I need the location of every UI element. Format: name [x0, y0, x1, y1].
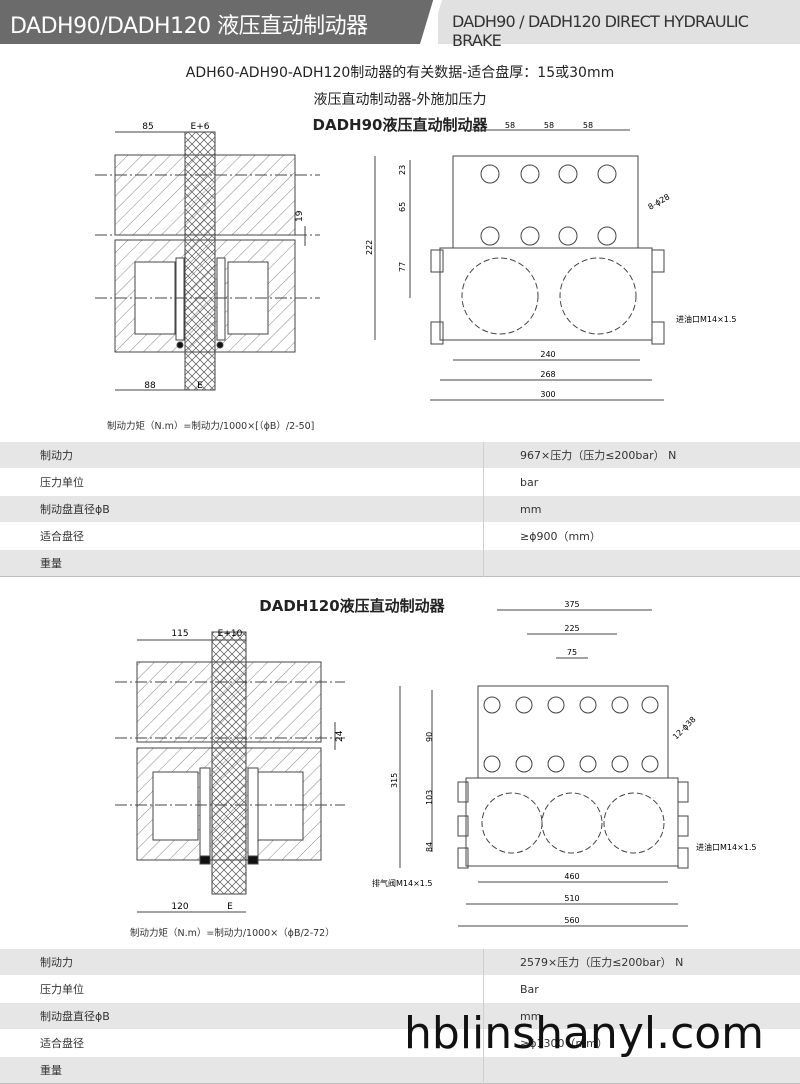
spec-value	[484, 550, 800, 577]
dim-58-b: 58	[544, 121, 554, 130]
dim-90: 90	[425, 732, 434, 742]
dadh90-drawing: 85 E+6 19 88 E 58 58 58 23 65 77 222 8-ϕ…	[0, 0, 800, 420]
spec-label: 重量	[0, 1057, 484, 1084]
dim-58-a: 58	[505, 121, 515, 130]
dim-560: 560	[564, 916, 579, 925]
spec-label: 制动盘直径ϕB	[0, 496, 484, 523]
dim-240: 240	[540, 350, 555, 359]
spec-value: bar	[484, 469, 800, 496]
dim-103: 103	[425, 790, 434, 805]
table-row: 重量	[0, 550, 800, 577]
dim-e-120: E	[227, 902, 233, 912]
dim-75: 75	[567, 648, 577, 657]
dim-268: 268	[540, 370, 555, 379]
spec-value: mm	[484, 496, 800, 523]
dim-65: 65	[398, 202, 407, 212]
dim-58-c: 58	[583, 121, 593, 130]
spec-label: 压力单位	[0, 469, 484, 496]
dim-e6: E+6	[191, 122, 210, 132]
port-label-90: 进油口M14×1.5	[676, 314, 737, 324]
dim-375: 375	[564, 600, 579, 609]
dim-225: 225	[564, 624, 579, 633]
spec-value	[484, 1057, 800, 1084]
dim-88: 88	[144, 381, 156, 391]
spec-value: 2579×压力（压力≤200bar） N	[484, 949, 800, 976]
spec-value: ≥ϕ900（mm）	[484, 523, 800, 550]
dadh90-section-view	[95, 132, 320, 390]
dim-460: 460	[564, 872, 579, 881]
dim-holes-90: 8-ϕ28	[647, 192, 672, 212]
dadh90-plan-view	[375, 130, 664, 400]
spec-value: Bar	[484, 976, 800, 1003]
dim-85: 85	[142, 122, 153, 132]
dim-222: 222	[365, 240, 374, 255]
dadh90-formula: 制动力矩（N.m）=制动力/1000×[（ϕB）/2-50]	[107, 418, 314, 432]
dim-e: E	[197, 381, 203, 391]
dim-84: 84	[425, 842, 434, 852]
dadh120-drawing: 115 E+10 24 120 E 375 225 75 90 103 84 3…	[0, 590, 800, 940]
dim-holes-120: 12-ϕ38	[671, 715, 698, 742]
spec-label: 重量	[0, 550, 484, 577]
dim-315: 315	[390, 773, 399, 788]
dim-23: 23	[398, 165, 407, 175]
port-label-120: 进油口M14×1.5	[696, 842, 757, 852]
dim-115: 115	[171, 629, 188, 639]
dim-120: 120	[171, 902, 188, 912]
table-row: 适合盘径≥ϕ900（mm）	[0, 523, 800, 550]
dim-24: 24	[335, 730, 345, 742]
spec-label: 制动力	[0, 949, 484, 976]
dim-19: 19	[295, 210, 305, 222]
dim-510: 510	[564, 894, 579, 903]
spec-value: 967×压力（压力≤200bar） N	[484, 442, 800, 469]
spec-label: 适合盘径	[0, 523, 484, 550]
table-row: 重量	[0, 1057, 800, 1084]
spec-label: 压力单位	[0, 976, 484, 1003]
dadh120-section-view	[115, 632, 345, 912]
vent-label-120: 排气阀M14×1.5	[372, 878, 433, 888]
dim-e10: E+10	[218, 629, 243, 639]
dim-300: 300	[540, 390, 555, 399]
dim-77: 77	[398, 262, 407, 272]
dadh120-formula: 制动力矩（N.m）=制动力/1000×（ϕB/2-72）	[130, 925, 335, 939]
dadh120-plan-view	[400, 610, 688, 926]
spec-label: 制动力	[0, 442, 484, 469]
watermark: hblinshanyl.com	[404, 1008, 764, 1059]
